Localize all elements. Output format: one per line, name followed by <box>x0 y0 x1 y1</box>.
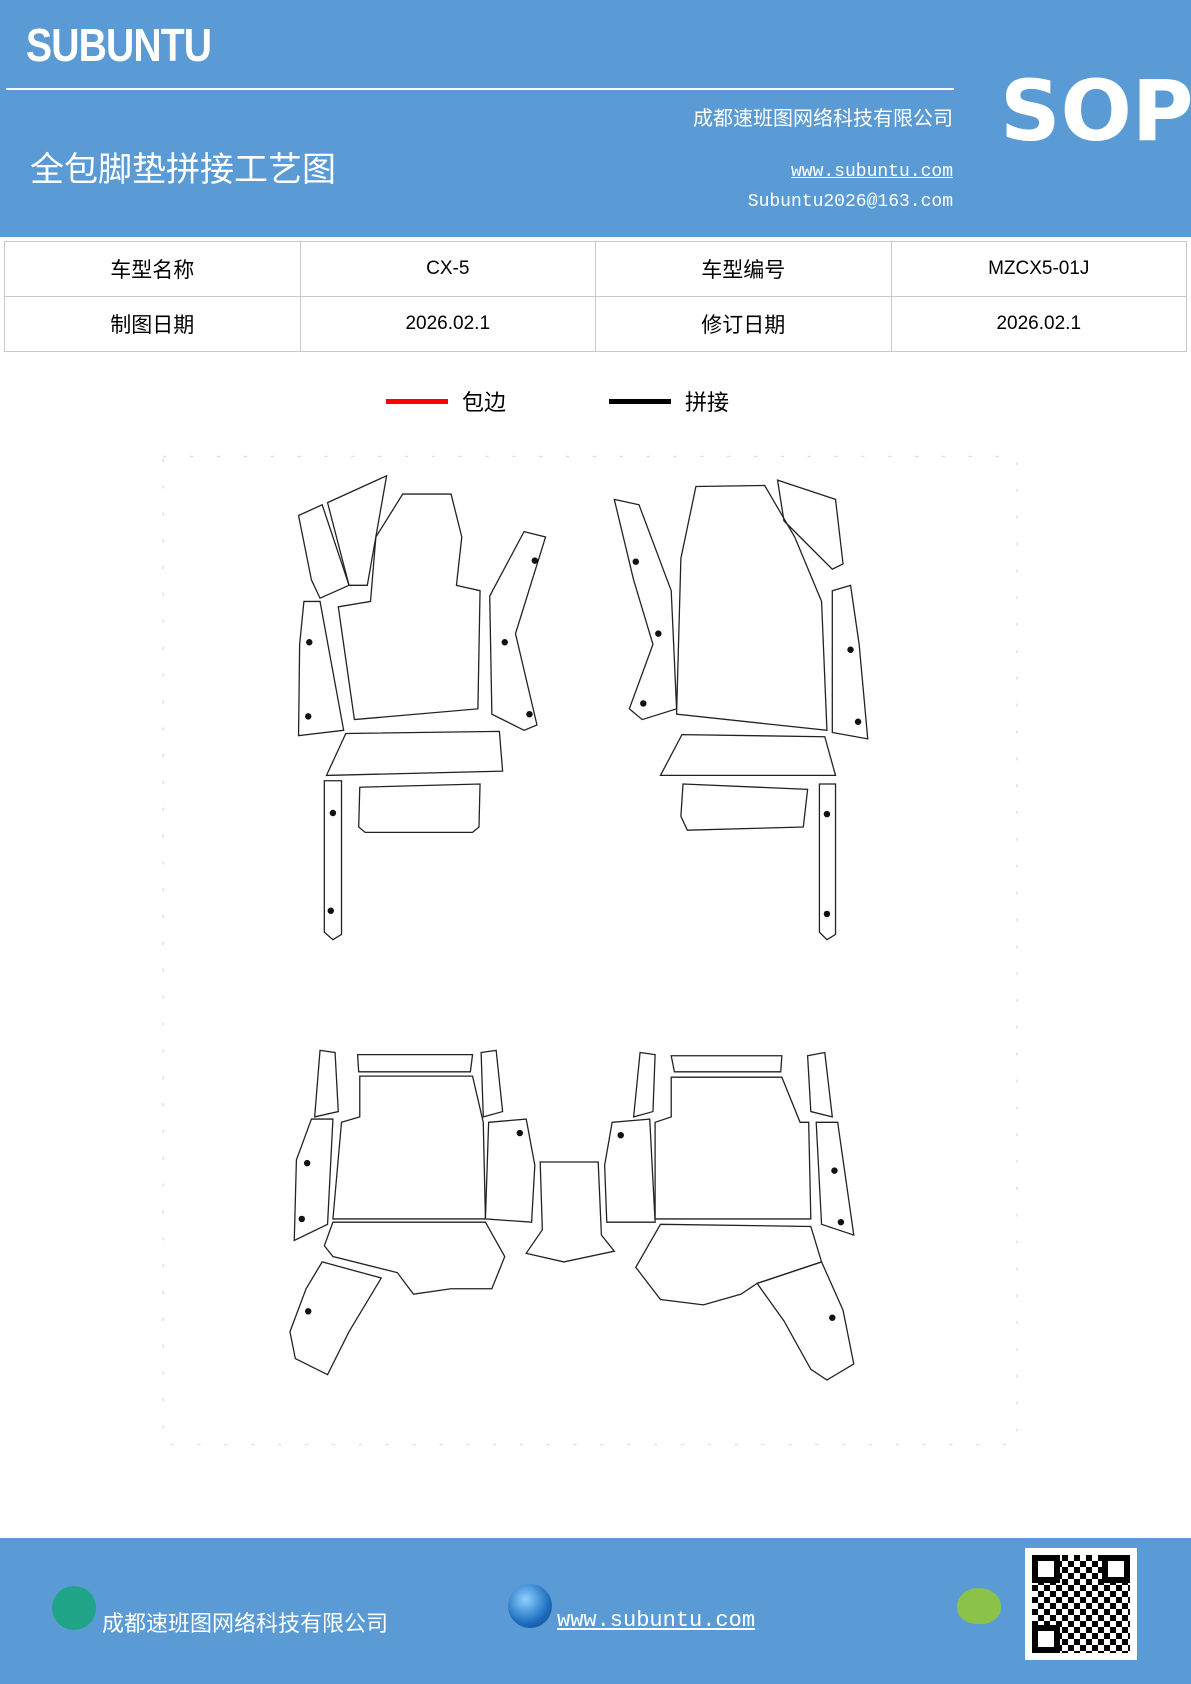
qr-code <box>1025 1548 1137 1660</box>
email: Subuntu2026@163.com <box>747 192 953 212</box>
globe-icon <box>508 1584 552 1628</box>
website-link[interactable]: www.subuntu.com <box>790 162 953 182</box>
value: 2026.02.1 <box>299 296 596 352</box>
clip-holes <box>298 557 862 1321</box>
brand-logo: SUBUNTU <box>26 19 212 71</box>
legend-swatch-red <box>386 398 448 404</box>
header-divider <box>6 88 954 90</box>
value: MZCX5-01J <box>890 241 1187 297</box>
label: 修订日期 <box>595 296 892 352</box>
page-title: 全包脚垫拼接工艺图 <box>30 150 336 190</box>
page-footer: 成都速班图网络科技有限公司 www.subuntu.com <box>0 1538 1191 1684</box>
front-left-mat <box>297 474 547 941</box>
info-table: 车型名称 CX-5 车型编号 MZCX5-01J 制图日期 2026.02.1 … <box>4 241 1187 352</box>
legend-label: 包边 <box>462 391 507 416</box>
label: 车型编号 <box>595 241 892 297</box>
footer-company: 成都速班图网络科技有限公司 <box>102 1612 389 1637</box>
table-row: 车型名称 CX-5 车型编号 MZCX5-01J <box>4 241 1187 297</box>
wechat-icon <box>957 1588 1001 1624</box>
page-header: SUBUNTU SOP 全包脚垫拼接工艺图 成都速班图网络科技有限公司 www.… <box>0 0 1191 237</box>
rear-left-mat <box>289 1049 616 1376</box>
label: 制图日期 <box>4 296 301 352</box>
legend-label: 拼接 <box>685 391 730 416</box>
building-icon <box>52 1586 96 1630</box>
legend-seam: 拼接 <box>609 385 729 417</box>
doc-type: SOP <box>1000 62 1191 160</box>
value: CX-5 <box>299 241 596 297</box>
legend-edge: 包边 <box>386 385 506 417</box>
label: 车型名称 <box>4 241 301 297</box>
company-name: 成都速班图网络科技有限公司 <box>693 106 953 130</box>
value: 2026.02.1 <box>890 296 1187 352</box>
legend-swatch-black <box>609 398 671 404</box>
front-right-mat <box>613 479 869 941</box>
rear-right-mat <box>603 1051 855 1381</box>
table-row: 制图日期 2026.02.1 修订日期 2026.02.1 <box>4 296 1187 352</box>
diagram-border <box>162 455 1018 1446</box>
footer-website[interactable]: www.subuntu.com <box>557 1608 756 1633</box>
